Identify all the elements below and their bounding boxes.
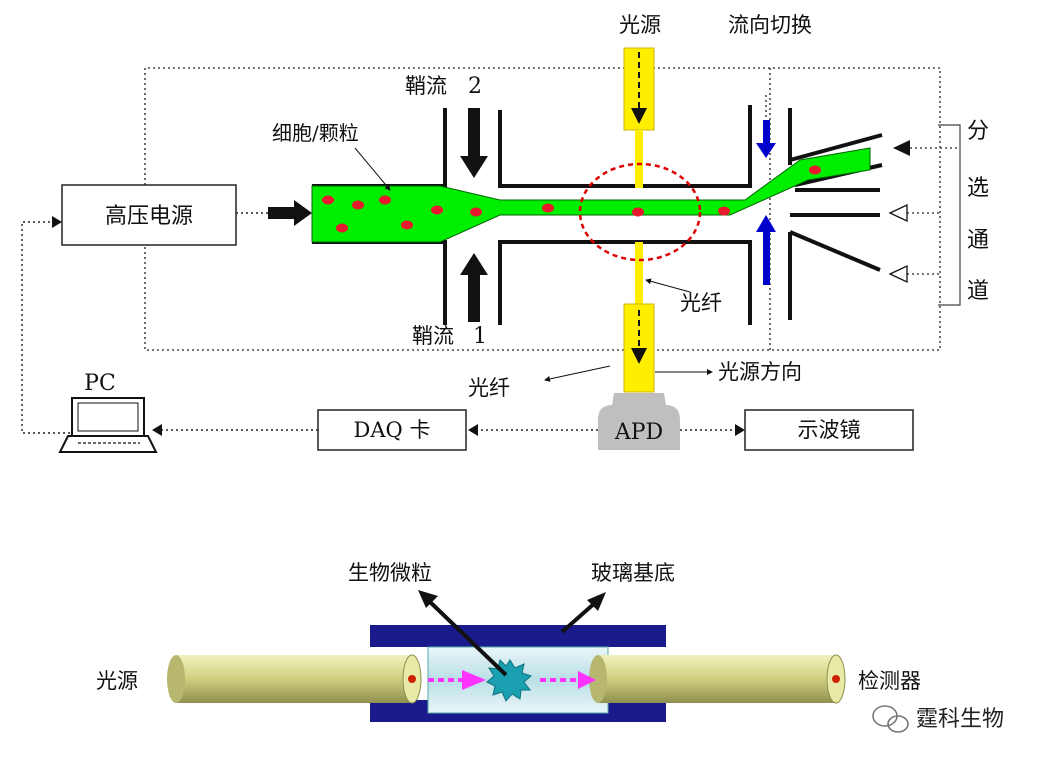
flow-switch-up-arrow-icon — [756, 215, 776, 285]
glass-substrate-label: 玻璃基底 — [591, 561, 675, 585]
bottom-fiber-core — [635, 242, 643, 304]
bottom-fiber — [623, 303, 655, 393]
particle — [401, 220, 413, 230]
wechat-icon — [872, 705, 909, 733]
control-loop-frame — [144, 67, 960, 351]
hv-supply-box — [61, 184, 237, 246]
bottom-light-source-label: 光源 — [96, 669, 138, 693]
source-fiber — [167, 654, 422, 704]
fiber-right-label: 光纤 — [680, 291, 722, 315]
oscilloscope-label: 示波镜 — [798, 418, 861, 442]
sort-arrow-open-icon — [888, 203, 908, 223]
bio-particle-icon — [486, 659, 532, 702]
cell-particle-label: 细胞/颗粒 — [272, 121, 359, 145]
glass-substrate-pointer — [560, 600, 598, 634]
sort-channel-bracket — [938, 124, 961, 306]
sort-channel-char: 道 — [967, 279, 989, 304]
sort-arrow-open-icon — [888, 264, 908, 284]
sort-channel-char: 分 — [967, 119, 989, 144]
green-flow-channel — [311, 147, 871, 243]
sheath-flow-2-label: 鞘流 — [405, 74, 447, 98]
particle — [336, 223, 348, 233]
sort-arrow-filled-icon — [893, 140, 910, 156]
particle — [379, 195, 391, 205]
sheath-flow-1-number: 1 — [473, 324, 487, 349]
particle — [809, 165, 821, 175]
particles — [322, 165, 821, 233]
fiber-right-pointer — [645, 278, 691, 293]
cell-particle-pointer — [354, 147, 391, 191]
sheath-flow-1-label: 鞘流 — [412, 324, 454, 348]
particle — [718, 206, 730, 216]
sort-channel-char: 选 — [967, 176, 989, 201]
signal-lines — [21, 221, 735, 434]
light-source-label: 光源 — [619, 13, 661, 37]
sort-channel-char: 通 — [967, 228, 989, 253]
pc-label: PC — [84, 371, 116, 396]
bio-particle-pointer — [426, 598, 508, 677]
daq-box — [317, 409, 467, 451]
fiber-left-pointer — [544, 365, 611, 382]
particle — [470, 207, 482, 217]
flow-switch-label: 流向切换 — [728, 13, 812, 37]
detection-zone — [578, 162, 702, 262]
detector-label: 检测器 — [858, 669, 921, 693]
detector-fiber — [589, 654, 846, 704]
fiber-left-label: 光纤 — [468, 376, 510, 400]
particle — [431, 205, 443, 215]
daq-label: DAQ 卡 — [354, 418, 431, 442]
light-direction-label: 光源方向 — [718, 360, 802, 384]
particle — [632, 207, 644, 217]
watermark-text: 霆科生物 — [916, 707, 1004, 732]
pc-icon — [58, 397, 158, 453]
hv-supply-label: 高压电源 — [105, 204, 193, 229]
sheath-flow-2-number: 2 — [468, 74, 482, 99]
apd-detector — [598, 393, 680, 450]
top-fiber-core — [635, 130, 643, 188]
particle — [542, 203, 554, 213]
particle — [352, 200, 364, 210]
hv-arrow-icon — [268, 200, 312, 226]
sheath-flow-1-arrow-icon — [460, 253, 488, 322]
sheath-flow-2-arrow-icon — [460, 108, 488, 178]
particle — [322, 195, 334, 205]
glass-plate-top — [370, 625, 666, 647]
apd-label: APD — [614, 420, 663, 445]
bio-particle-label: 生物微粒 — [348, 561, 432, 585]
flow-switch-down-arrow-icon — [756, 120, 776, 158]
